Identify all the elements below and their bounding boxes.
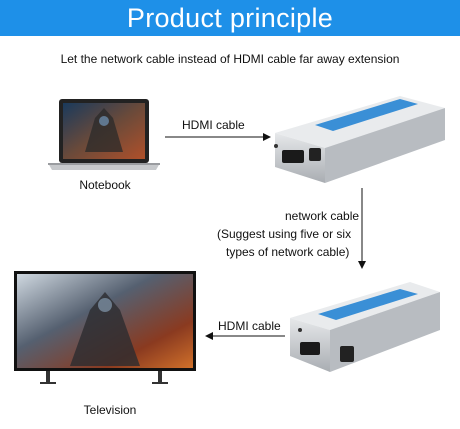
extender-tx-device xyxy=(274,96,445,183)
network-suggest-line1: (Suggest using five or six xyxy=(217,227,352,241)
notebook-label: Notebook xyxy=(79,178,131,192)
notebook-image xyxy=(48,99,160,170)
hdmi-bottom-label: HDMI cable xyxy=(218,319,281,333)
network-suggest-line2: types of network cable) xyxy=(226,245,350,259)
page-title: Product principle xyxy=(126,3,334,33)
network-cable-label: network cable xyxy=(285,209,360,223)
title-banner: Product principle xyxy=(0,0,460,36)
television-image xyxy=(14,271,196,384)
extender-rx-device xyxy=(290,282,440,372)
hdmi-top-label: HDMI cable xyxy=(182,118,245,132)
television-label: Television xyxy=(83,403,137,417)
subtitle: Let the network cable instead of HDMI ca… xyxy=(60,52,400,66)
